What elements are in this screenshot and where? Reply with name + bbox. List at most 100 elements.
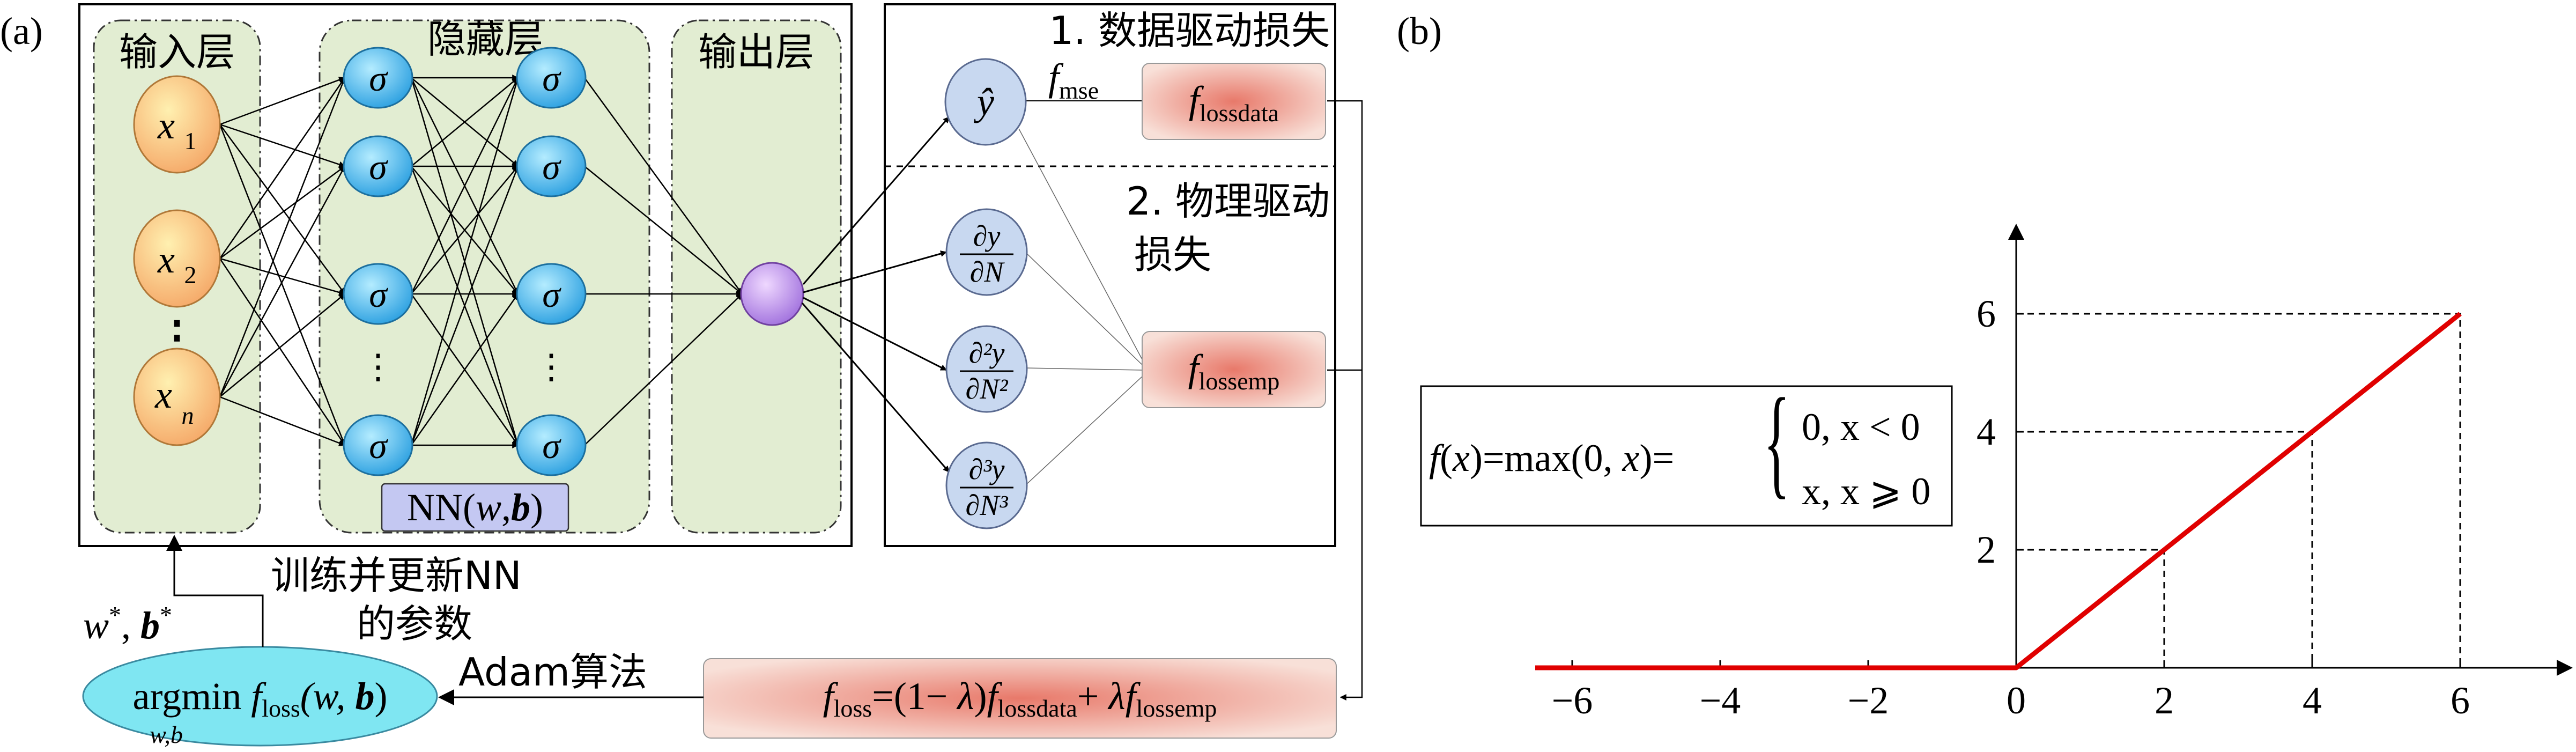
relu-case-1: 0, x < 0 [1802, 406, 1920, 448]
edge-hidden-output [584, 293, 743, 446]
x-tick-label: 2 [2155, 679, 2174, 722]
network-connections [219, 75, 743, 448]
relu-formula-lhs: f(x)=max(0, x)= [1429, 437, 1674, 480]
edge-input-hidden [219, 258, 346, 446]
loss-connections [801, 100, 1363, 701]
hidden-node: σ [516, 135, 587, 197]
x-tick-label: 6 [2451, 679, 2470, 722]
nn-label-b: b [511, 486, 530, 529]
edge-hidden-hidden [410, 77, 520, 446]
lossemp-label: flossemp [1188, 346, 1280, 395]
yhat-label: ŷ [973, 80, 994, 123]
nn-label-suffix: ) [530, 486, 543, 529]
y-tick-label: 6 [1977, 292, 1996, 335]
relu-brace: { [1764, 373, 1790, 510]
derivative-1-num: ∂y [973, 220, 1001, 252]
derivative-1-den: ∂N [970, 256, 1005, 288]
update-arrow [166, 535, 264, 647]
y-tick-label: 4 [1977, 410, 1996, 453]
derivative-2-num: ∂²y [969, 337, 1005, 369]
y-tick-label: 2 [1977, 528, 1996, 571]
derivative-node-1: ∂y ∂N [945, 208, 1028, 296]
relu-formula-box [1420, 385, 1953, 527]
edge-input-hidden [219, 257, 346, 296]
input-node-n-sub: n [182, 402, 194, 429]
nn-label-box [381, 483, 569, 532]
x-tick-label: −6 [1552, 679, 1593, 722]
x-tick-label: 0 [2007, 679, 2026, 722]
train-text-2: 的参数 [357, 601, 472, 646]
edge-input-hidden [219, 77, 346, 126]
wstar-label: w*, b* [83, 601, 172, 647]
x-tick-label: 4 [2303, 679, 2322, 722]
adam-text: Adam算法 [458, 650, 647, 695]
hidden-node: σ [343, 135, 413, 197]
input-node-2-sub: 2 [184, 261, 197, 289]
edge-input-hidden [219, 124, 346, 446]
edge-hidden-output [584, 166, 743, 294]
x-tick-label: −2 [1848, 679, 1889, 722]
relu-case-2: x, x ⩾ 0 [1802, 470, 1930, 513]
lossdata-label: flossdata [1189, 78, 1279, 127]
panel-a-label: (a) [0, 10, 43, 53]
hidden-node-label: σ [542, 425, 561, 466]
hidden-node-label: σ [542, 274, 561, 315]
yhat-node [944, 58, 1027, 146]
input-layer-title: 输入层 [119, 30, 235, 75]
hidden-node: σ [343, 263, 413, 325]
hidden-node-label: σ [542, 58, 561, 99]
edge-hidden-output [583, 77, 743, 294]
edge-input-hidden [219, 123, 346, 168]
relu-line [1535, 312, 2462, 670]
input-node-1-label: x [157, 104, 175, 147]
hidden-layer-title: 隐藏层 [427, 17, 543, 62]
input-node-2-label: x [157, 238, 175, 281]
edge-input-hidden [219, 396, 346, 446]
input-node-n: x n [133, 348, 221, 446]
input-node-1: x 1 [133, 75, 221, 174]
derivative-3-den: ∂N³ [966, 489, 1009, 521]
argmin-under: w,b [150, 721, 183, 748]
panel-b-label: (b) [1397, 10, 1442, 53]
edge-input-hidden [219, 77, 346, 397]
edge-hidden-hidden [411, 77, 519, 167]
fmse-label: fmse [1048, 56, 1099, 104]
derivative-2-den: ∂N² [966, 373, 1009, 405]
loss-formula-box [703, 658, 1337, 739]
hidden-node-label: σ [369, 146, 388, 187]
output-layer-title: 输出层 [698, 30, 814, 75]
lossdata-sub: lossdata [1200, 99, 1279, 127]
hidden-ellipsis: ⋮ [361, 348, 395, 386]
data-loss-title: 1. 数据驱动损失 [1049, 8, 1330, 53]
lossemp-box [1142, 331, 1326, 408]
physics-loss-title-1: 2. 物理驱动 [1126, 179, 1330, 224]
nn-label-comma: , [501, 486, 511, 529]
argmin-word: argmin [133, 675, 251, 718]
hidden-node: σ [516, 263, 587, 325]
edge-input-hidden [219, 124, 346, 294]
derivative-3-num: ∂³y [969, 453, 1005, 485]
edge-hidden-hidden [410, 77, 519, 294]
edge-hidden-hidden [411, 166, 519, 294]
physics-loss-title-2: 损失 [1134, 232, 1211, 277]
hidden-ellipsis: ⋮ [534, 348, 568, 386]
hidden-node: σ [343, 47, 413, 109]
derivative-node-3: ∂³y ∂N³ [945, 441, 1028, 529]
nn-label: NN(w,b) [407, 486, 543, 529]
hidden-node-label: σ [369, 58, 388, 99]
hidden-node: σ [343, 414, 413, 476]
hidden-node: σ [516, 47, 587, 109]
lossdata-box [1142, 63, 1326, 140]
fmse-sub: mse [1059, 77, 1099, 104]
argmin-sub: loss [262, 695, 300, 722]
edge-input-hidden [219, 293, 345, 397]
hidden-node-label: σ [369, 425, 388, 466]
hidden-node: σ [516, 414, 587, 476]
edge-input-hidden [219, 77, 346, 259]
hidden-node-label: σ [369, 274, 388, 315]
derivative-node-2: ∂²y ∂N² [945, 325, 1028, 413]
edge-hidden-hidden [410, 293, 519, 446]
nn-label-w: w [476, 486, 501, 529]
